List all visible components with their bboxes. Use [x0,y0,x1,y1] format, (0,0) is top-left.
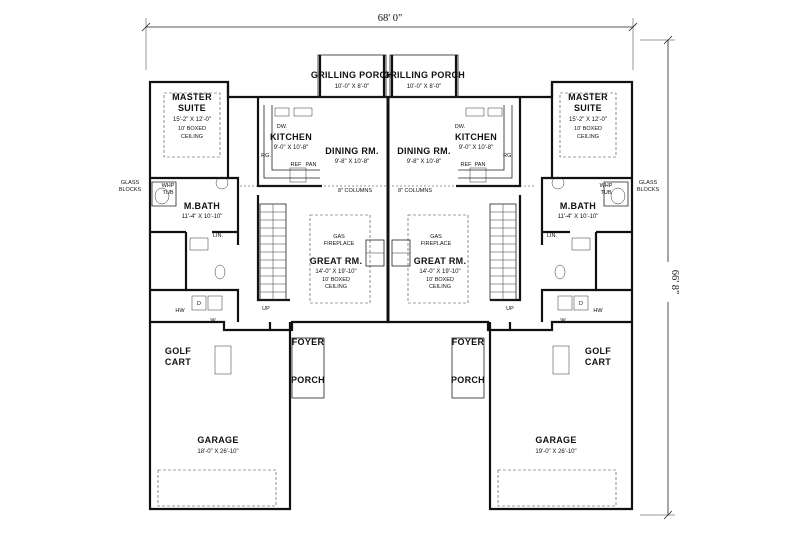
garage-label-left: GARAGE [197,435,238,445]
depth-dimension: 66' 8" [640,35,680,520]
tub-label-right: TUB [601,190,612,196]
foyer-label-left: FOYER [292,337,325,347]
great-rm-label-left: GREAT RM. [310,256,363,266]
m-bath-label-left: M.BATH [184,201,220,211]
dw-label-right: DW. [455,124,466,130]
grilling-porch-label-right: GRILLING PORCH [383,70,465,80]
golf-cart-label-right: GOLF [585,346,611,356]
w-label-left: W [210,318,216,324]
rg-label-left: RG. [261,153,271,159]
great-rm-note-left: 10' BOXED [322,277,350,283]
glass-blocks-label2-right: BLOCKS [637,187,660,193]
fireplace-label-left: GAS [333,234,345,240]
great-rm-note2-right: CEILING [429,284,451,290]
dining-dims-left: 9'-8" X 10'-8" [335,159,370,165]
lin-label-right: LIN. [547,233,558,239]
width-label: 68' 0" [378,13,403,24]
grilling-porch-label-left: GRILLING PORCH [311,70,393,80]
d-label-right: D [579,301,583,307]
kitchen-label-left: KITCHEN [270,132,312,142]
master-suite-label-left: MASTER [172,92,212,102]
lin-label-left: LIN. [213,233,224,239]
depth-label: 66' 8" [669,270,680,295]
master-suite-dims-left: 15'-2" X 12'-0" [173,117,211,123]
ref-label-left: REF [291,162,303,168]
kitchen-dims-left: 9'-0" X 10'-8" [274,145,309,151]
rg-label-right: RG. [503,153,513,159]
great-rm-label-right: GREAT RM. [414,256,467,266]
master-suite-note2-left: CEILING [181,134,203,140]
bath-fixtures [151,176,629,311]
w-label-right: W [560,318,566,324]
kitchen-dims-right: 9'-0" X 10'-8" [459,145,494,151]
golf-cart-label2-left: CART [165,357,191,367]
master-suite-label2-right: SUITE [574,103,602,113]
outer-walls [148,54,634,511]
fireplace-label2-right: FIREPLACE [421,241,452,247]
great-rm-dims-left: 14'-0" X 19'-10" [315,269,356,275]
grilling-porch-dims-right: 10'-0" X 8'-0" [407,84,442,90]
garage-doors [157,345,617,507]
foyer-label-right: FOYER [452,337,485,347]
fireplace-label-right: GAS [430,234,442,240]
garage-label-right: GARAGE [535,435,576,445]
master-suite-dims-right: 15'-2" X 12'-0" [569,117,607,123]
grilling-porch-dims-left: 10'-0" X 8'-0" [335,84,370,90]
whp-label-left: WHP [162,183,175,189]
dining-label-left: DINING RM. [325,146,379,156]
columns-label-right: 8" COLUMNS [398,188,432,194]
glass-blocks-label-left: GLASS [121,180,140,186]
ceiling-boxes [163,92,617,304]
up-label-left: UP [262,306,270,312]
m-bath-dims-right: 11'-4" X 10'-10" [558,214,599,220]
hw-label-left: HW [175,308,185,314]
master-suite-note-left: 10' BOXED [178,126,206,132]
m-bath-dims-left: 11'-4" X 10'-10" [182,214,223,220]
unit-right: GRILLING PORCH 10'-0" X 8'-0" MASTER SUI… [383,70,660,455]
d-label-left: D [197,301,201,307]
kitchen-counters [263,105,513,183]
glass-blocks-label-right: GLASS [639,180,658,186]
garage-dims-right: 19'-0" X 26'-10" [535,449,576,455]
garage-dims-left: 18'-0" X 26'-10" [197,449,238,455]
up-label-right: UP [506,306,514,312]
stairs [259,203,517,301]
fireplaces [365,239,411,267]
unit-left: GRILLING PORCH 10'-0" X 8'-0" MASTER SUI… [119,70,393,455]
tub-label-left: TUB [163,190,174,196]
great-rm-note-right: 10' BOXED [426,277,454,283]
dining-dims-right: 9'-8" X 10'-8" [407,159,442,165]
columns-label-left: 8" COLUMNS [338,188,372,194]
width-dimension: 68' 0" [141,10,638,70]
kitchen-label-right: KITCHEN [455,132,497,142]
master-suite-label2-left: SUITE [178,103,206,113]
master-suite-note2-right: CEILING [577,134,599,140]
interior-walls [150,82,632,399]
fireplace-label2-left: FIREPLACE [324,241,355,247]
hw-label-right: HW [593,308,603,314]
dw-label-left: DW. [277,124,288,130]
golf-cart-label-left: GOLF [165,346,191,356]
pan-label-left: PAN [306,162,317,168]
pan-label-right: PAN [475,162,486,168]
dining-label-right: DINING RM. [397,146,451,156]
porch-label-right: PORCH [451,375,485,385]
whp-label-right: WHP [600,183,613,189]
master-suite-note-right: 10' BOXED [574,126,602,132]
glass-blocks-label2-left: BLOCKS [119,187,142,193]
m-bath-label-right: M.BATH [560,201,596,211]
porch-label-left: PORCH [291,375,325,385]
golf-cart-label2-right: CART [585,357,611,367]
ref-label-right: REF [461,162,473,168]
master-suite-label-right: MASTER [568,92,608,102]
great-rm-note2-left: CEILING [325,284,347,290]
great-rm-dims-right: 14'-0" X 19'-10" [419,269,460,275]
